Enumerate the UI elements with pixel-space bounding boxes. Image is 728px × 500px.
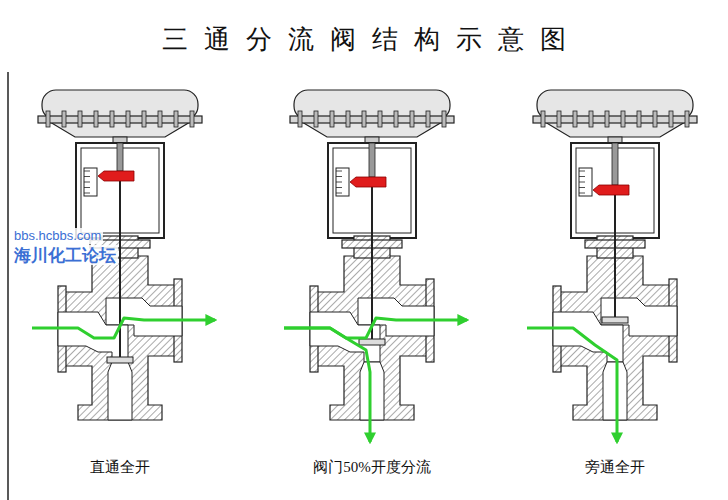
stem-rod (369, 143, 375, 177)
stem-rod (117, 143, 123, 171)
flange-bolt (330, 111, 334, 127)
diaphragm-lower-case (50, 122, 190, 137)
three-way-valve (284, 90, 467, 442)
three-way-valve (527, 90, 697, 442)
diaphragm-lower-case (545, 122, 685, 137)
scale-tick (336, 187, 342, 188)
flow-arrow (527, 328, 617, 442)
scale-tick (579, 182, 585, 183)
valve-stem (119, 176, 121, 360)
flow-passage (108, 362, 132, 420)
flange-bolt (46, 111, 50, 127)
stroke-scale (579, 168, 592, 196)
scale-tick (336, 193, 342, 194)
valve-stem (614, 190, 616, 320)
scale-tick (84, 193, 90, 194)
flange-bolt (653, 111, 657, 127)
valve-stem (119, 236, 121, 360)
flange-bolt (110, 111, 114, 127)
flange-bolt (442, 111, 446, 127)
diagram-title: 三通分流阀结构示意图 (162, 24, 582, 55)
stroke-pointer (350, 177, 386, 187)
valve-stem (371, 182, 373, 342)
flange-bolt (190, 111, 194, 127)
flange-bolt (62, 111, 66, 127)
flange-bolt (158, 111, 162, 127)
scale-tick (579, 193, 585, 194)
flange-bolt (126, 111, 130, 127)
flow-passage (360, 362, 384, 420)
flange-bolt (174, 111, 178, 127)
scale-tick (579, 176, 585, 177)
flow-arrow (32, 318, 215, 338)
flange-bolt (589, 111, 593, 127)
flange-bolt (78, 111, 82, 127)
state-caption: 旁通全开 (585, 458, 645, 476)
valve-plug (359, 339, 385, 345)
flange-bolt (298, 111, 302, 127)
flange-bolt (378, 111, 382, 127)
scale-tick (84, 171, 90, 172)
state-caption: 直通全开 (90, 458, 150, 476)
flange-bolt (541, 111, 545, 127)
scale-tick (84, 187, 90, 188)
scale-tick (336, 171, 342, 172)
scale-tick (84, 176, 90, 177)
valve-stem (614, 236, 616, 320)
watermark: bbs.hcbbs.com (12, 228, 103, 244)
scale-tick (84, 182, 90, 183)
stroke-pointer (593, 185, 629, 195)
flange-bolt (637, 111, 641, 127)
flange-bolt (142, 111, 146, 127)
flange-bolt (362, 111, 366, 127)
stroke-pointer (98, 171, 134, 181)
flange-bolt (605, 111, 609, 127)
flange-bolt (94, 111, 98, 127)
scale-tick (336, 176, 342, 177)
stroke-scale (84, 168, 97, 196)
flange-bolt (394, 111, 398, 127)
stem-rod (612, 143, 618, 185)
flow-passage (603, 362, 627, 420)
flange-bolt (685, 111, 689, 127)
stroke-scale (336, 168, 349, 196)
flow-arrow (284, 328, 370, 442)
valve-plug (107, 357, 133, 363)
flange-bolt (557, 111, 561, 127)
flange-bolt (314, 111, 318, 127)
state-caption: 阀门50%开度分流 (313, 458, 431, 476)
scale-tick (579, 187, 585, 188)
watermark: 海川化工论坛 (12, 245, 118, 265)
flange-bolt (426, 111, 430, 127)
flange-bolt (410, 111, 414, 127)
flange-bolt (346, 111, 350, 127)
scale-tick (579, 171, 585, 172)
valve-plug (602, 317, 628, 323)
flange-bolt (669, 111, 673, 127)
flange-bolt (573, 111, 577, 127)
scale-tick (336, 182, 342, 183)
diaphragm-lower-case (302, 122, 442, 137)
flange-bolt (621, 111, 625, 127)
frame-line (7, 72, 9, 500)
